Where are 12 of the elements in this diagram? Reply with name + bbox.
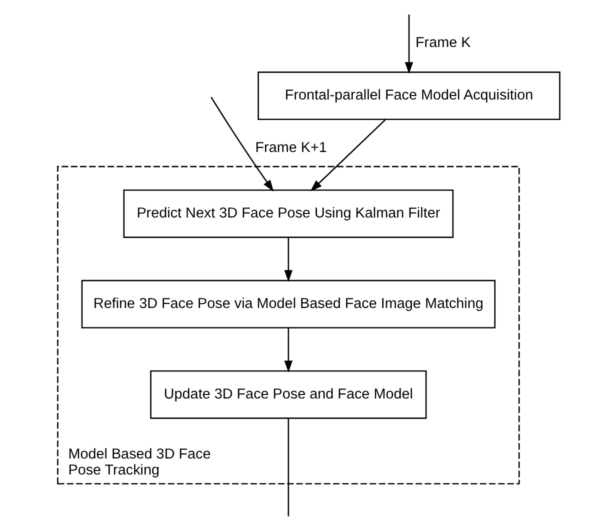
arrow: [404, 14, 413, 74]
arrow: [284, 238, 292, 282]
arrow: [310, 119, 386, 192]
arrow: [284, 328, 292, 372]
edge-label: Frame K: [415, 34, 470, 51]
node-box: Refine 3D Face Pose via Model Based Face Image Matching: [80, 280, 496, 328]
node-box: Predict Next 3D Face Pose Using Kalman Filter: [122, 189, 454, 238]
arrow: [210, 96, 274, 192]
connector: [287, 418, 289, 516]
edge-label: Frame K+1: [254, 140, 326, 156]
node-box: Update 3D Face Pose and Face Model: [150, 370, 426, 419]
node-box: Frontal-parallel Face Model Acquisition: [257, 72, 560, 120]
